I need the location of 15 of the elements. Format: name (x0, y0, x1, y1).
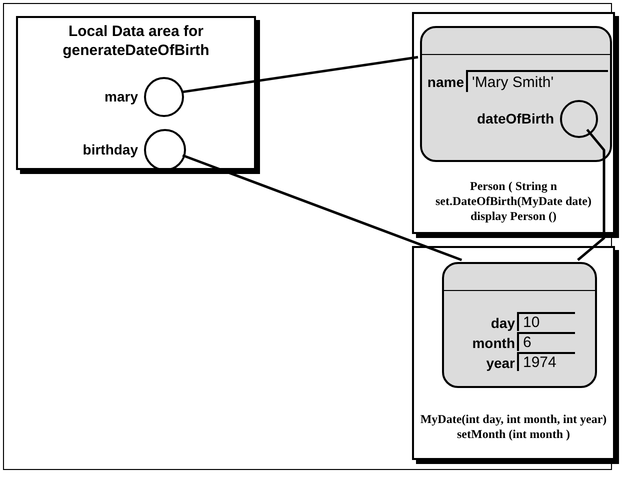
method-signature: Person ( String n (470, 178, 557, 194)
field-label: name (427, 75, 464, 89)
field-label: birthday (82, 140, 138, 160)
field-label: dateOfBirth (477, 110, 554, 128)
object-box (442, 262, 597, 388)
field-label: year (486, 356, 515, 370)
object-box (420, 26, 612, 162)
field-label: mary (104, 88, 138, 106)
method-signature: MyDate(int day, int month, int year) (420, 412, 607, 427)
method-signature: display Person () (470, 208, 556, 224)
field-label: day (490, 316, 515, 330)
method-signature: set.DateOfBirth(MyDate date) (436, 194, 592, 208)
area-title: Local Data area for generateDateOfBirth (62, 22, 210, 60)
field-label: month (472, 336, 515, 350)
method-signature: setMonth (int month ) (457, 427, 570, 442)
